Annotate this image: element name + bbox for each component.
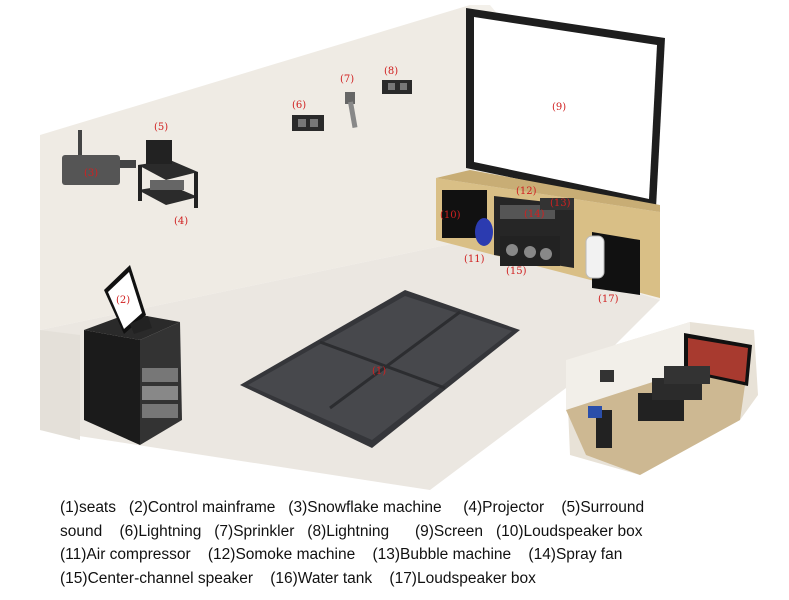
legend-item: (14)Spray fan [528,546,622,563]
control-rack [84,313,182,445]
legend-item: (4)Projector [463,499,544,516]
legend-item: (16)Water tank [270,570,372,587]
label-lightning-8: (8) [384,66,398,77]
label-screen: (9) [552,102,566,113]
legend-item: (15)Center-channel speaker [60,570,253,587]
legend-item: (8)Lightning [307,523,389,540]
legend-item: (2)Control mainframe [129,499,275,516]
legend: (1)seats (2)Control mainframe (3)Snowfla… [60,496,780,590]
legend-item: (6)Lightning [119,523,201,540]
label-surround-sound: (5) [154,122,168,133]
label-lightning-6: (6) [292,100,306,111]
legend-item: (1)seats [60,499,116,516]
legend-item: (17)Loudspeaker box [389,570,536,587]
label-seats: (1) [372,366,386,377]
legend-item: (13)Bubble machine [372,546,511,563]
legend-item: (7)Sprinkler [214,523,294,540]
legend-line-2: sound (6)Lightning (7)Sprinkler (8)Light… [60,520,780,544]
legend-item: sound [60,523,102,540]
label-loudspeaker-17: (17) [598,294,619,305]
air-compressor [475,218,493,246]
label-center-speaker: (15) [506,266,527,277]
water-tank [586,236,604,278]
label-control-mainframe: (2) [116,295,130,306]
legend-item: (5)Surround [561,499,644,516]
lightning-fixture-8 [382,80,412,94]
surround-speaker [146,140,172,164]
legend-item: (10)Loudspeaker box [496,523,643,540]
legend-line-1: (1)seats (2)Control mainframe (3)Snowfla… [60,496,780,520]
label-projector: (4) [174,216,188,227]
label-sprinkler: (7) [340,74,354,85]
legend-item: (12)Somoke machine [208,546,355,563]
left-floor-shadow [40,330,80,440]
legend-line-3: (11)Air compressor (12)Somoke machine (1… [60,543,780,567]
center-speaker [500,236,560,266]
legend-line-4: (15)Center-channel speaker (16)Water tan… [60,567,780,591]
label-bubble-machine: (13) [550,198,571,209]
label-spray-fan: (14) [524,209,545,220]
label-air-compressor: (11) [464,254,485,265]
label-loudspeaker-10: (10) [440,210,461,221]
label-smoke-machine: (12) [516,186,537,197]
legend-item: (9)Screen [415,523,483,540]
lightning-fixture-6 [292,115,324,131]
legend-item: (11)Air compressor [60,546,191,563]
label-snowflake-machine: (3) [84,168,98,179]
legend-item: (3)Snowflake machine [288,499,441,516]
room-diagram: (1) (2) (3) (4) (5) (6) (7) (8) (9) (10)… [0,0,789,490]
